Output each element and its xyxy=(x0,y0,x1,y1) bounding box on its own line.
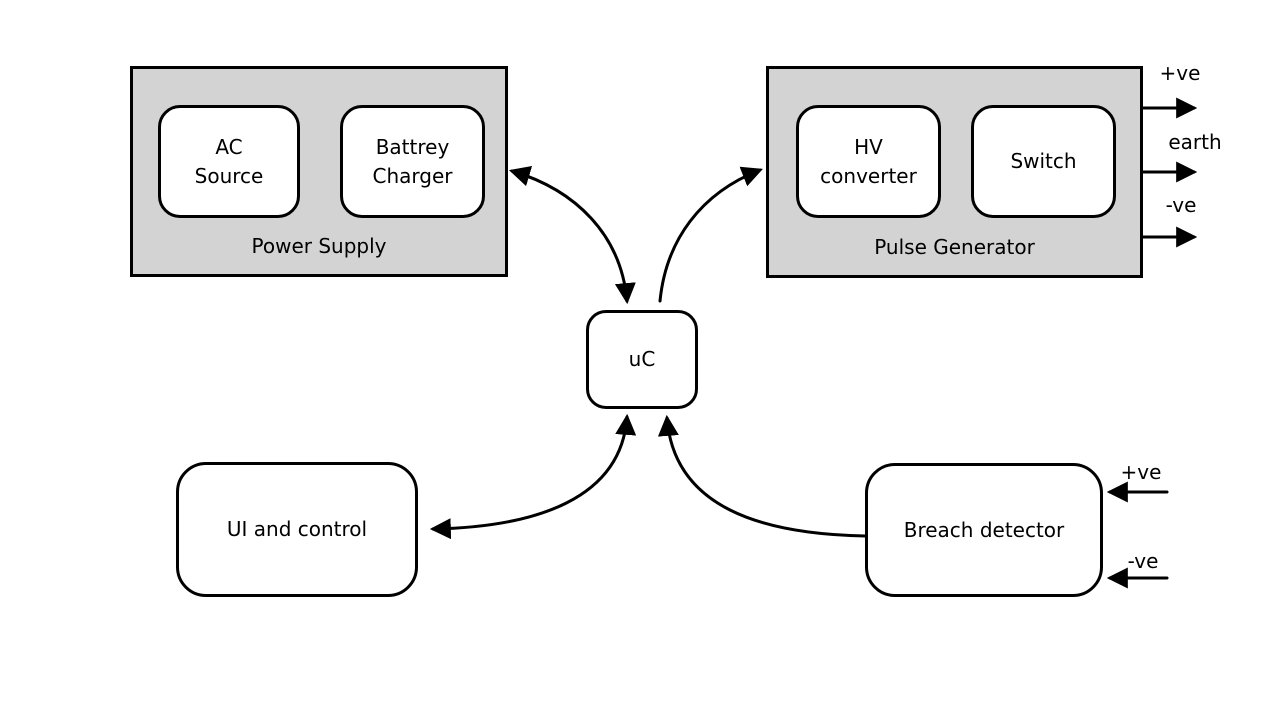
pg-output-earth-label: earth xyxy=(1168,130,1222,154)
pg-output-positive-label: +ve xyxy=(1159,61,1201,85)
pg-output-negative-label: -ve xyxy=(1165,193,1197,217)
ui-control-label: UI and control xyxy=(226,517,368,542)
pulse-generator-label: Pulse Generator xyxy=(874,235,1035,259)
battrey-charger-label-line2: Charger xyxy=(372,163,453,188)
ac-source-label-line2: Source xyxy=(194,163,264,188)
switch-node: Switch xyxy=(971,105,1116,218)
hv-converter-node: HV converter xyxy=(796,105,941,218)
ui-control-node: UI and control xyxy=(176,462,418,597)
bd-input-negative-label: -ve xyxy=(1127,549,1159,573)
breach-detector-label: Breach detector xyxy=(903,517,1065,542)
power-supply-label: Power Supply xyxy=(251,234,387,258)
hv-converter-label-line2: converter xyxy=(820,163,917,188)
breach-detector-node: Breach detector xyxy=(865,463,1103,597)
battrey-charger-node: Battrey Charger xyxy=(340,105,485,218)
power-supply-group: AC Source Battrey Charger Power Supply xyxy=(130,66,508,277)
ac-source-label-line1: AC xyxy=(215,135,243,160)
bd-input-positive-label: +ve xyxy=(1120,460,1162,484)
connector-breach-detector-uc xyxy=(657,414,867,538)
pulse-generator-group: HV converter Switch Pulse Generator xyxy=(766,66,1143,278)
connector-uc-ui-control xyxy=(429,413,637,540)
connector-power-supply-uc xyxy=(508,166,636,305)
uc-label: uC xyxy=(628,347,656,372)
hv-converter-label-line1: HV xyxy=(854,135,883,160)
connector-uc-pulse-generator xyxy=(658,166,763,303)
switch-label: Switch xyxy=(1010,149,1077,174)
uc-node: uC xyxy=(586,310,698,409)
ac-source-node: AC Source xyxy=(158,105,300,218)
battrey-charger-label-line1: Battrey xyxy=(375,135,450,160)
